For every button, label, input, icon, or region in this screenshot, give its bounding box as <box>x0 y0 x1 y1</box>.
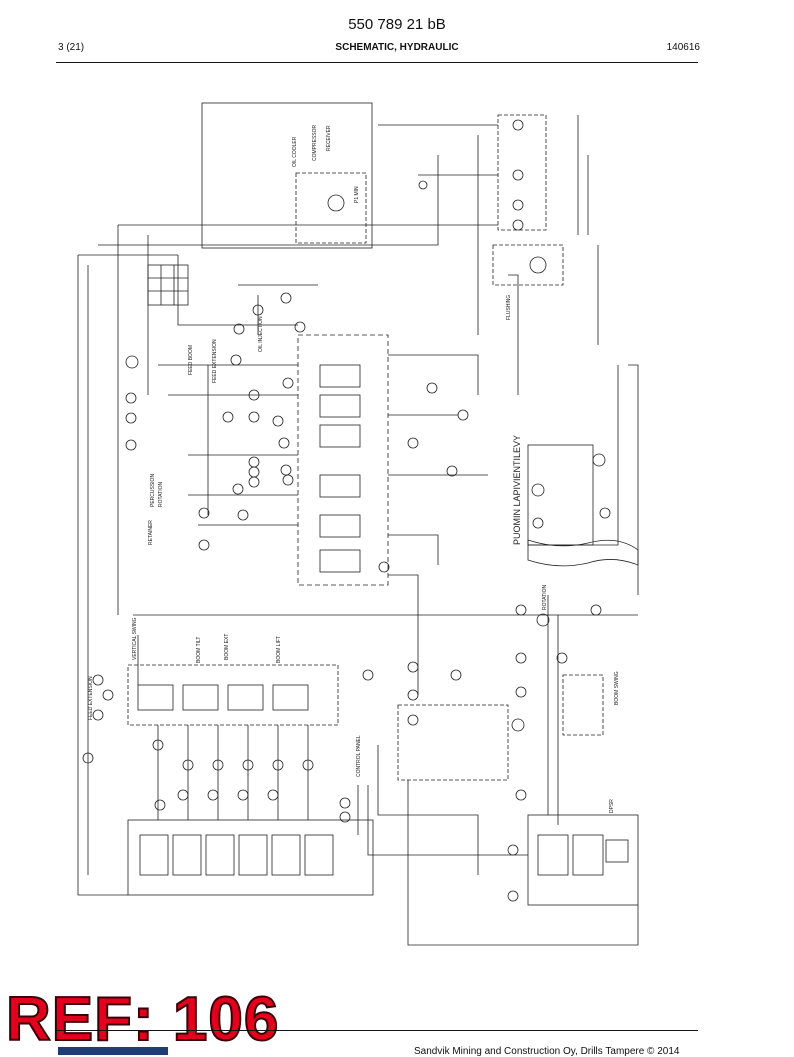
footer-rule <box>56 1030 698 1031</box>
junction-grid <box>147 264 189 306</box>
label-oil-injection: OIL INJECTION <box>258 316 264 352</box>
valve-bank-center <box>297 334 389 586</box>
doc-number: 550 789 21 bB <box>348 16 446 33</box>
lower-valves <box>139 834 334 876</box>
label-feed-extension-lower: FEED EXTENSION <box>88 676 94 720</box>
copyright: Sandvik Mining and Construction Oy, Dril… <box>414 1046 680 1057</box>
lower-left-block <box>127 819 374 896</box>
label-boom-ext: BOOM EXT <box>224 634 230 660</box>
label-control-panel: CONTROL PANEL <box>356 735 362 777</box>
control-panel-box <box>397 704 509 781</box>
label-flushing: FLUSHING <box>506 295 512 320</box>
label-receiver: RECEIVER <box>326 125 332 151</box>
label-boom-tilt: BOOM TILT <box>196 637 202 663</box>
doc-date: 140616 <box>666 42 700 53</box>
label-compressor: COMPRESSOR <box>312 124 318 161</box>
schematic-labels: OIL COOLER COMPRESSOR RECEIVER P1 MIN FE… <box>88 124 620 813</box>
plate-panel <box>527 444 594 546</box>
label-feed-extension: FEED EXTENSION <box>212 339 218 383</box>
label-dpsr: DPSR <box>609 799 615 813</box>
label-p1-min: P1 MIN <box>354 186 360 203</box>
upper-frame <box>201 102 373 249</box>
vertical-swing-bank <box>127 664 339 726</box>
brand-logo-strip <box>58 1047 168 1055</box>
terrain-band <box>527 539 639 567</box>
lower-right-valves <box>537 834 629 876</box>
hydraulic-lines <box>77 115 639 946</box>
label-rotation-right: ROTATION <box>542 585 548 610</box>
label-retainer: RETAINER <box>148 520 154 545</box>
swing-valves <box>137 684 309 711</box>
label-oil-cooler: OIL COOLER <box>292 136 298 167</box>
header-rule <box>56 62 698 63</box>
lower-right-block <box>527 814 639 906</box>
label-boom-swing: BOOM SWING <box>614 671 620 705</box>
label-percussion: PERCUSSION <box>150 474 156 507</box>
hydraulic-schematic: OIL COOLER COMPRESSOR RECEIVER P1 MIN FE… <box>77 102 639 946</box>
ref-stamp: REF: 106 <box>5 984 280 1055</box>
right-top-box <box>497 114 547 231</box>
page-indicator: 3 (21) <box>58 42 85 53</box>
boom-swing-box <box>562 674 604 736</box>
doc-title: SCHEMATIC, HYDRAULIC <box>335 42 459 53</box>
label-boom-lift: BOOM LIFT <box>276 636 282 663</box>
label-feed-boom: FEED BOOM <box>188 345 194 375</box>
pump-circles <box>252 119 550 732</box>
compressor-box <box>295 172 367 244</box>
label-vertical-swing: VERTICAL SWING <box>132 617 138 660</box>
label-plate: PUOMIN LAPIVIENTILEVY <box>512 435 522 545</box>
label-rotation: ROTATION <box>158 482 164 507</box>
center-valves <box>319 364 361 573</box>
callout-circles <box>82 292 611 902</box>
filter-box <box>492 244 564 286</box>
